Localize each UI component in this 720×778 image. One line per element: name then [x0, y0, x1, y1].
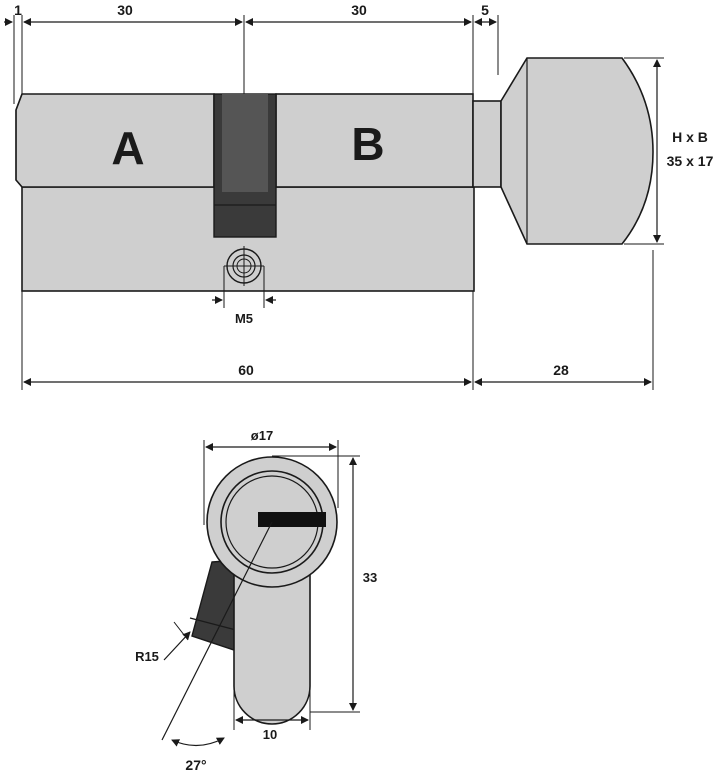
side-dimension-lines: [4, 18, 661, 386]
dim-total-length: 60: [238, 362, 254, 378]
dim-radius: R15: [135, 649, 159, 664]
keyway: [258, 512, 326, 527]
label-b: B: [351, 118, 384, 170]
dim-knob-length: 28: [553, 362, 569, 378]
dim-height: 33: [363, 570, 377, 585]
cylinder-front-view: [161, 456, 338, 741]
dim-gap: 5: [481, 2, 489, 18]
dim-b-length: 30: [351, 2, 367, 18]
dim-diameter: ø17: [251, 428, 273, 443]
front-extension-lines: [203, 440, 360, 730]
front-dimension-lines: [163, 443, 357, 747]
label-a: A: [111, 122, 144, 174]
knob-shaft: [472, 100, 502, 188]
cylinder-front-cap: [15, 93, 23, 188]
side-extension-lines: [13, 15, 664, 390]
screw-hole-icon: [224, 246, 264, 286]
knob-size-value: 35 x 17: [667, 153, 714, 169]
knob-size-title: H x B: [672, 129, 708, 145]
dim-angle: 27°: [185, 757, 206, 773]
dim-a-length: 30: [117, 2, 133, 18]
cam: [222, 94, 268, 192]
cylinder-side-view: A B: [15, 57, 654, 292]
thumb-turn-knob: [500, 57, 654, 245]
dim-edge: 1: [14, 2, 22, 18]
dim-width: 10: [263, 727, 277, 742]
dim-screw: M5: [235, 311, 253, 326]
